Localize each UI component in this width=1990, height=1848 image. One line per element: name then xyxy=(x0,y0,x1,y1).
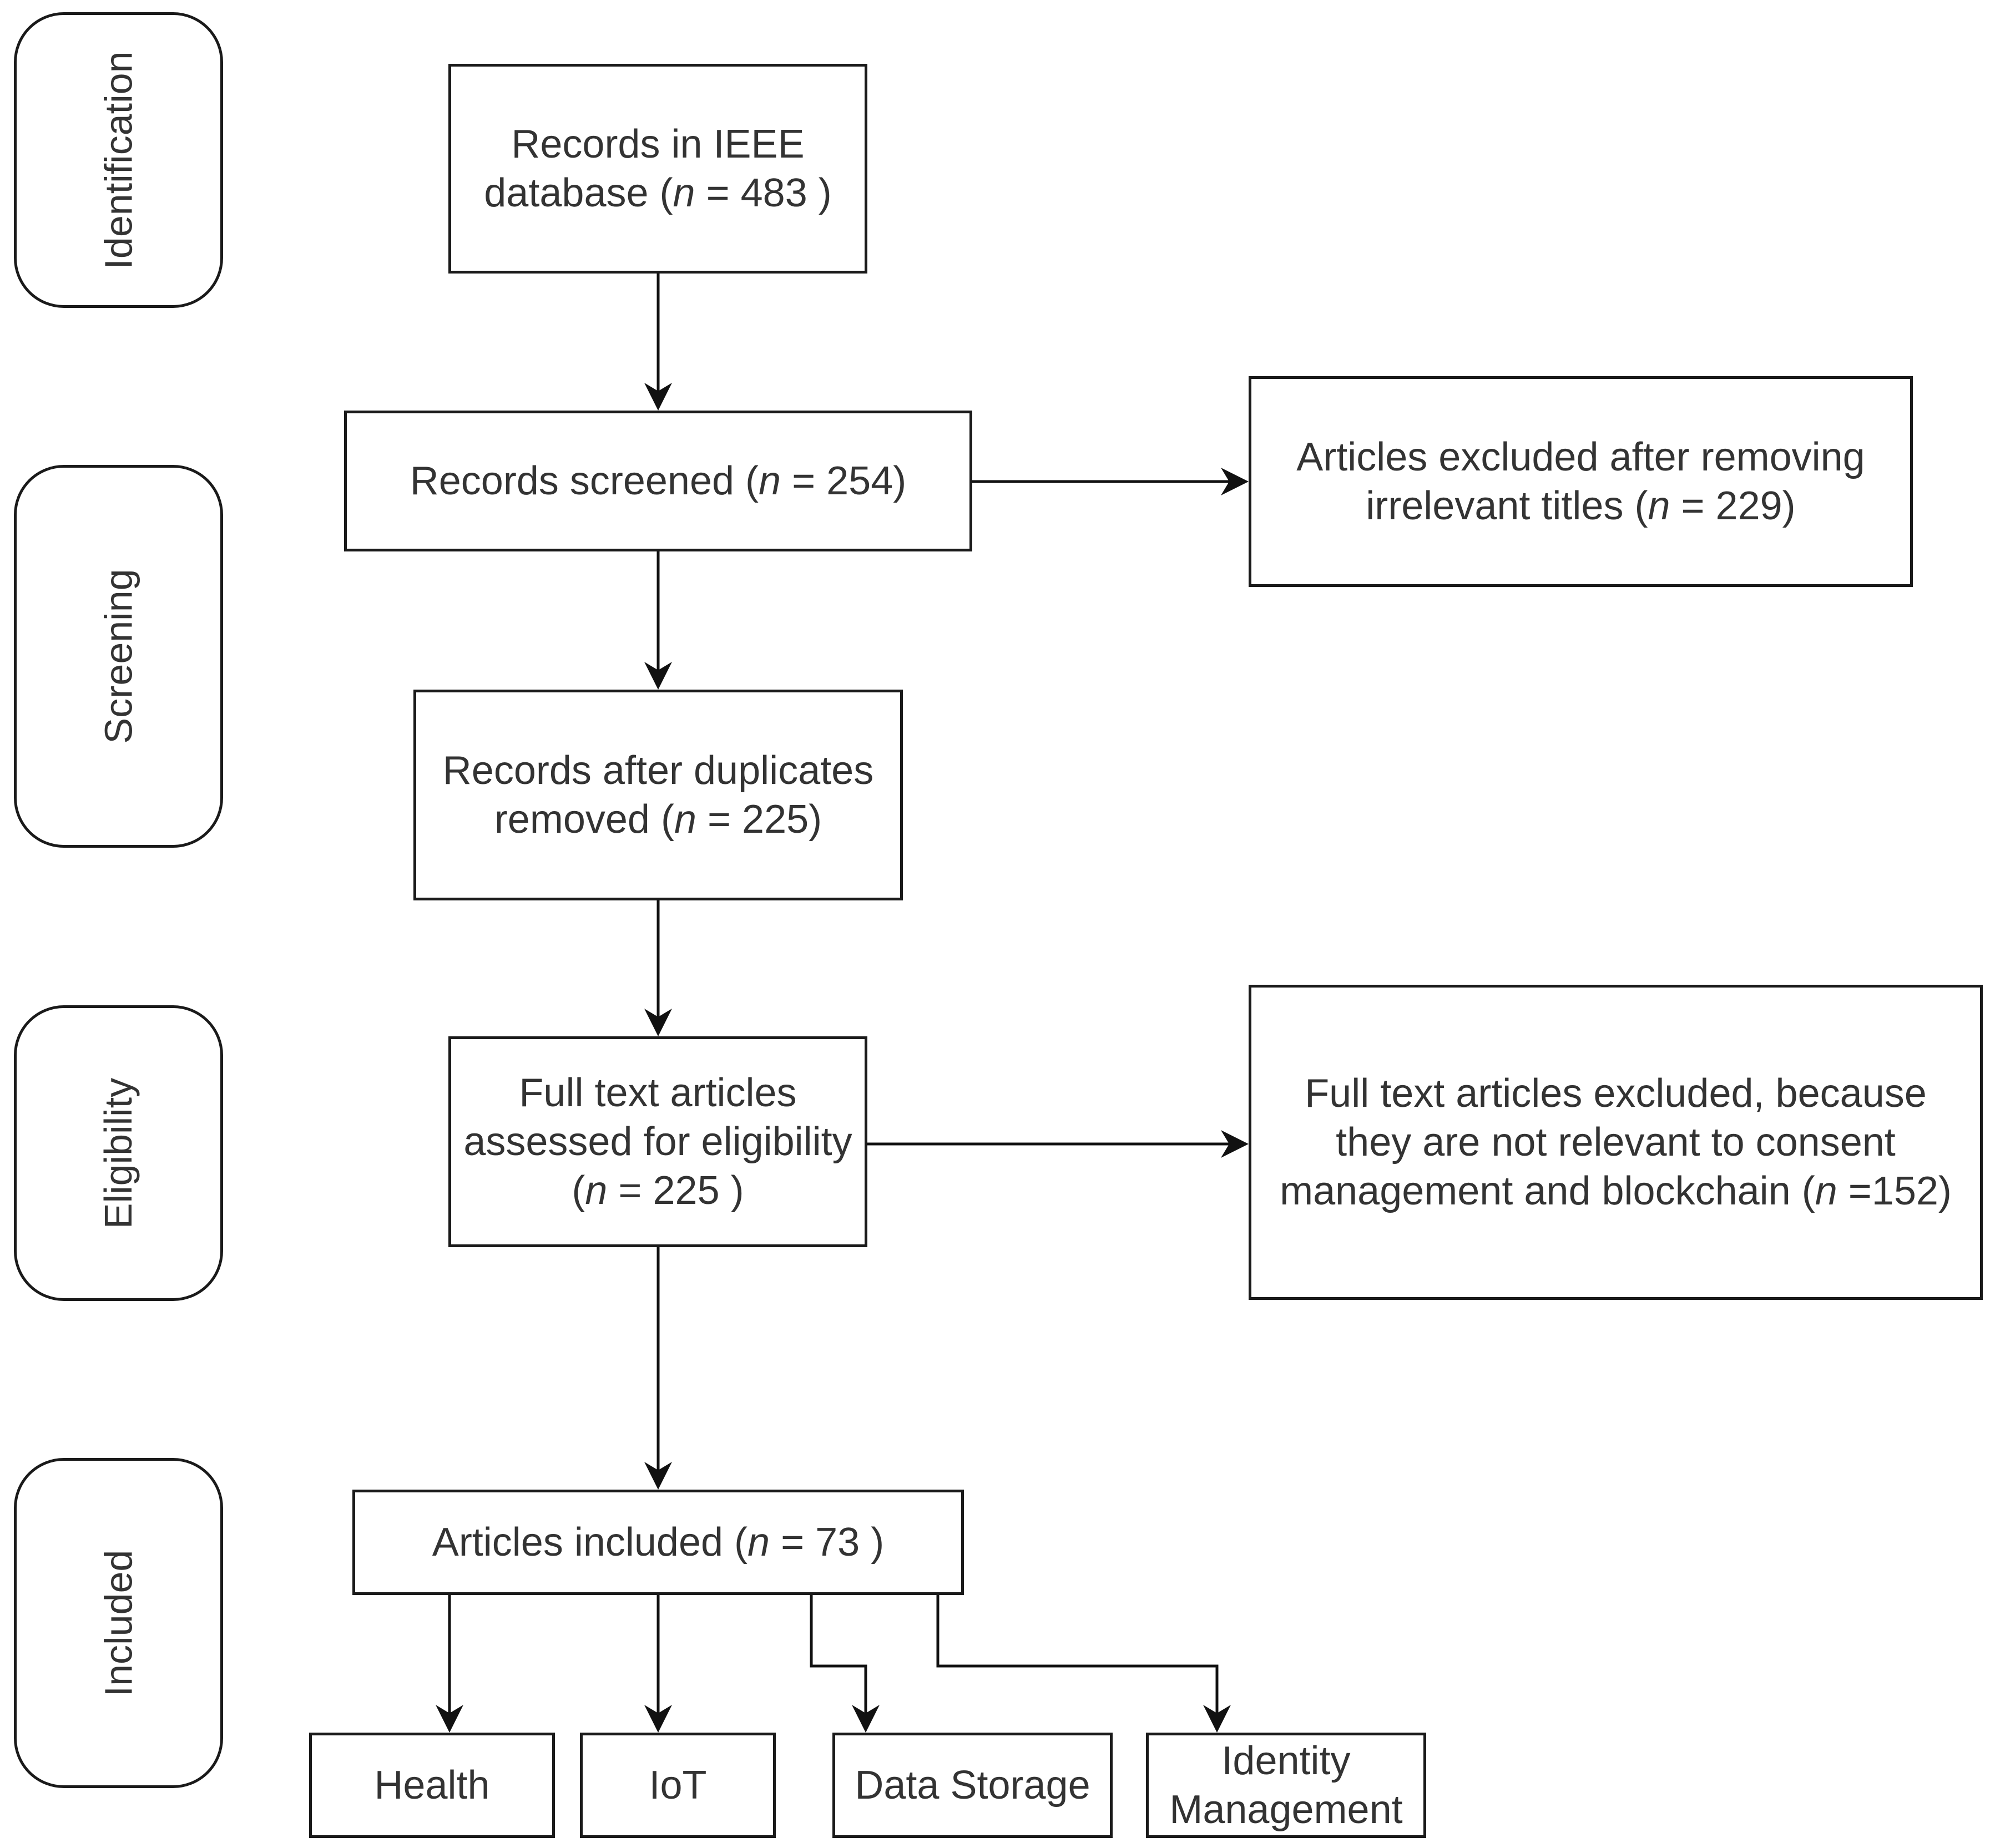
phase-included: Included xyxy=(14,1458,223,1788)
duplicates-line2: removed (n = 225) xyxy=(494,797,822,842)
category-iot-label: IoT xyxy=(649,1763,707,1808)
phase-identification: Identification xyxy=(14,12,223,308)
category-identity-line2: Management xyxy=(1169,1788,1403,1832)
fulltext-line2: assessed for eligibility xyxy=(463,1120,852,1164)
included-text: Articles included (n = 73 ) xyxy=(432,1520,885,1565)
category-health: Health xyxy=(309,1733,555,1838)
phase-eligibility: Eligibility xyxy=(14,1005,223,1301)
box-records-screened: Records screened (n = 254) xyxy=(344,411,972,551)
box-excluded-titles: Articles excluded after removing irrelev… xyxy=(1249,376,1913,587)
box-after-duplicates: Records after duplicates removed (n = 22… xyxy=(413,690,903,900)
fulltext-line1: Full text articles xyxy=(519,1071,797,1115)
category-health-label: Health xyxy=(374,1763,490,1808)
phase-screening: Screening xyxy=(14,465,223,848)
excluded-fulltext-line2: they are not relevant to consent xyxy=(1336,1120,1896,1165)
category-data-storage-label: Data Storage xyxy=(855,1763,1090,1808)
ieee-line2: database (n = 483 ) xyxy=(484,171,832,215)
box-fulltext-assessed: Full text articles assessed for eligibil… xyxy=(448,1036,867,1247)
category-identity-management: Identity Management xyxy=(1146,1733,1426,1838)
category-identity-line1: Identity xyxy=(1221,1739,1351,1783)
excluded-fulltext-line1: Full text articles excluded, because xyxy=(1305,1071,1927,1116)
ieee-line1: Records in IEEE xyxy=(511,122,805,166)
box-articles-included: Articles included (n = 73 ) xyxy=(352,1490,964,1595)
excluded-titles-line1: Articles excluded after removing xyxy=(1296,435,1865,479)
duplicates-line1: Records after duplicates xyxy=(442,748,874,793)
category-iot: IoT xyxy=(580,1733,776,1838)
arrow-included-to-data-storage xyxy=(810,1595,880,1733)
excluded-titles-line2: irrelevant titles (n = 229) xyxy=(1366,484,1796,528)
category-data-storage: Data Storage xyxy=(832,1733,1113,1838)
arrow-included-to-identity xyxy=(936,1595,1231,1733)
box-excluded-fulltext: Full text articles excluded, because the… xyxy=(1249,985,1983,1300)
box-ieee-records: Records in IEEE database (n = 483 ) xyxy=(448,64,867,274)
screened-text: Records screened (n = 254) xyxy=(410,459,907,503)
excluded-fulltext-line3: management and blockchain (n =152) xyxy=(1280,1169,1952,1213)
fulltext-line3: (n = 225 ) xyxy=(572,1168,744,1213)
